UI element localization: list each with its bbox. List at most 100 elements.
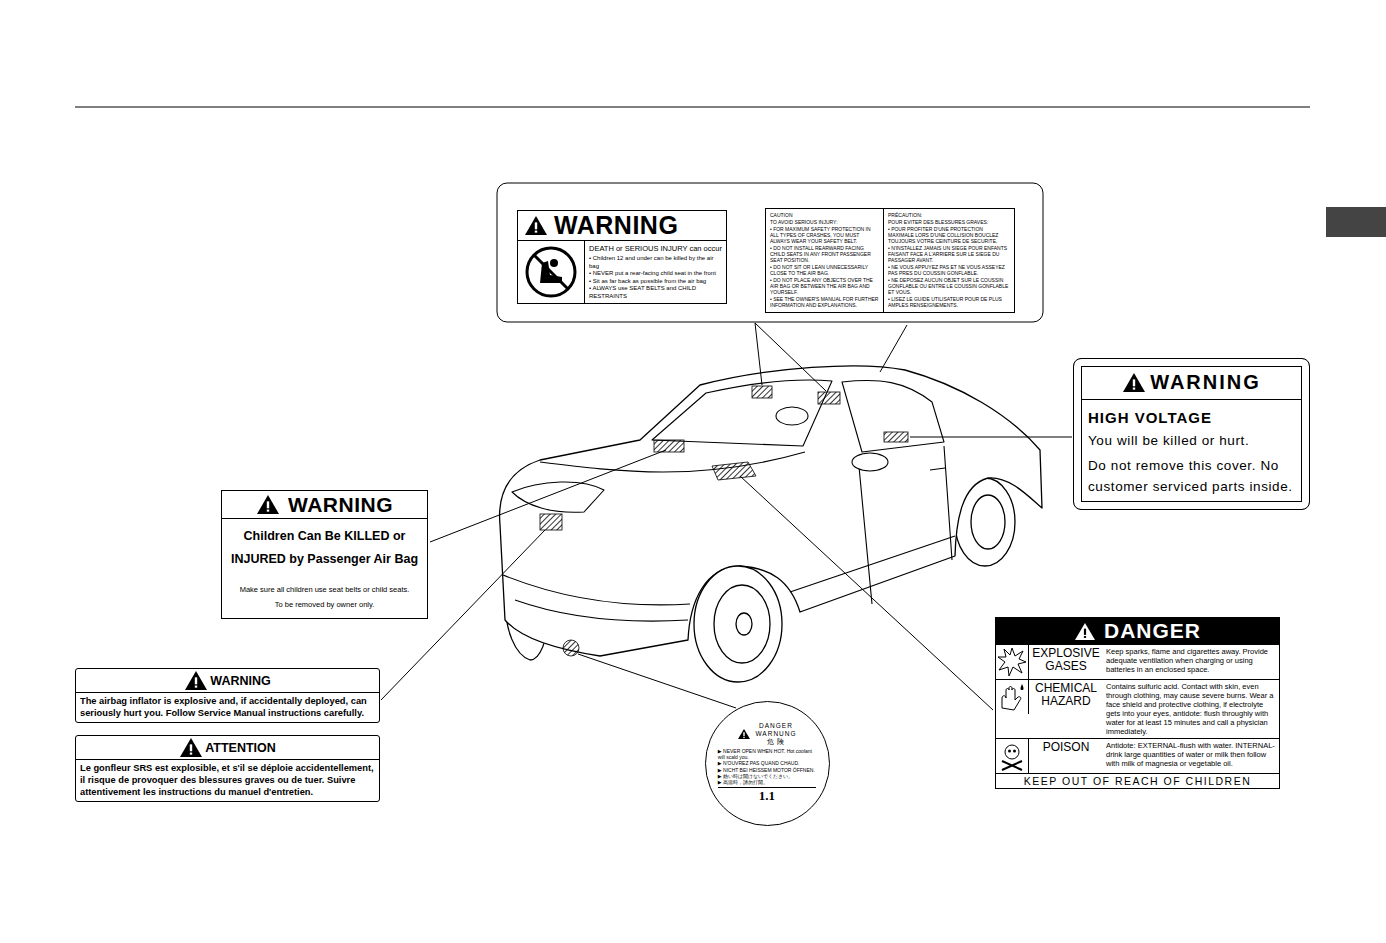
front-wheel-hub bbox=[736, 613, 752, 635]
label-text: CAUTION bbox=[770, 212, 879, 218]
text-column: ▶ NEVER OPEN WHEN HOT. Hot coolant will … bbox=[718, 746, 816, 786]
label-text: Do not remove this cover. No customer se… bbox=[1088, 456, 1295, 497]
cap-label: DANGERWARNUNG危 険▶ NEVER OPEN WHEN HOT. H… bbox=[705, 701, 830, 826]
door-handle bbox=[930, 468, 945, 470]
warning-triangle bbox=[1123, 373, 1145, 392]
label-row: Le gonfleur SRS est explosible, et s'il … bbox=[76, 760, 379, 801]
label-text: • NE VOUS APPUYEZ PAS ET NE VOUS ASSEYEZ… bbox=[888, 264, 1010, 276]
label-row: Make sure all children use seat belts or… bbox=[222, 583, 427, 618]
cover-sticker bbox=[884, 432, 908, 442]
label-text: • LISEZ LE GUIDE UTILISATEUR POUR DE PLU… bbox=[888, 296, 1010, 308]
boom-icon bbox=[996, 645, 1029, 679]
skull-eye bbox=[1008, 750, 1011, 753]
label-text: You will be killed or hurt. bbox=[1088, 431, 1295, 451]
battery-label: DANGEREXPLOSIVE GASESKeep sparks, flame … bbox=[995, 617, 1280, 789]
tri-icon bbox=[256, 494, 280, 515]
label-text: POISON bbox=[1029, 739, 1103, 773]
child-head bbox=[550, 259, 558, 267]
label-row: ATTENTION bbox=[76, 736, 379, 760]
label-text: ATTENTION bbox=[205, 741, 276, 755]
leader-line bbox=[880, 325, 907, 372]
label-text: POUR EVITER DES BLESSURES GRAVES: bbox=[888, 219, 1010, 225]
warning-triangle bbox=[185, 671, 207, 690]
tri-icon bbox=[184, 670, 208, 691]
inflator-sticker bbox=[540, 514, 562, 530]
label-text: • DO NOT INSTALL REARWARD FACING CHILD S… bbox=[770, 245, 879, 263]
warning-triangle bbox=[738, 729, 750, 739]
label-text: 危 険 bbox=[755, 738, 796, 746]
label-text: HIGH VOLTAGE bbox=[1088, 409, 1295, 426]
visor-sticker bbox=[752, 386, 772, 398]
label-text: • Children 12 and under can be killed by… bbox=[589, 255, 722, 270]
exclamation-dot bbox=[267, 510, 269, 512]
leader-line bbox=[740, 476, 993, 710]
label-text: • Sit as far back as possible from the a… bbox=[589, 278, 722, 286]
label-text: • SEE THE OWNER'S MANUAL FOR FURTHER INF… bbox=[770, 296, 879, 308]
tris-icon bbox=[737, 728, 751, 740]
prohibition-circle bbox=[527, 248, 575, 296]
label-text: KEEP OUT OF REACH OF CHILDREN bbox=[1024, 775, 1251, 787]
inflator-label: ATTENTION Le gonfleur SRS est explosible,… bbox=[75, 735, 380, 802]
tri-icon bbox=[1122, 372, 1146, 393]
text-column: WARNING bbox=[1150, 371, 1261, 394]
label-text: Antidote: EXTERNAL-flush with water. INT… bbox=[1103, 739, 1279, 773]
label-text: Make sure all children use seat belts or… bbox=[226, 583, 423, 597]
label-text: Le gonfleur SRS est explosible, et s'il … bbox=[80, 762, 375, 798]
warning-triangle bbox=[257, 495, 279, 514]
hood-sticker bbox=[654, 440, 684, 452]
label-text: ▶ 高温時，請勿打開。 bbox=[718, 779, 816, 785]
text-column: PRÉCAUTION:POUR EVITER DES BLESSURES GRA… bbox=[888, 212, 1010, 309]
text-column: KEEP OUT OF REACH OF CHILDREN bbox=[1024, 774, 1251, 788]
text-column: WARNING bbox=[554, 211, 720, 240]
side-sill bbox=[790, 536, 955, 592]
exclamation-mark bbox=[190, 744, 192, 751]
label-row: WARNING bbox=[1082, 370, 1301, 400]
label-text: The airbag inflator is explosive and, if… bbox=[80, 695, 375, 719]
leader-line bbox=[430, 450, 666, 542]
text-column: Children Can Be KILLED or INJURED by Pas… bbox=[222, 519, 427, 583]
hood-line bbox=[540, 452, 805, 472]
exclamation-dot bbox=[190, 753, 192, 755]
front-wheel-rim bbox=[714, 585, 770, 663]
front-wheel bbox=[694, 566, 782, 682]
text-column: 1.1 bbox=[759, 788, 775, 804]
text-column: WARNING bbox=[210, 674, 270, 688]
leader-line bbox=[578, 654, 736, 708]
exclamation-mark bbox=[535, 222, 537, 229]
caution-label: PRÉCAUTION:POUR EVITER DES BLESSURES GRA… bbox=[883, 208, 1015, 313]
label-text: • FOR MAXIMUM SAFETY PROTECTION IN ALL T… bbox=[770, 226, 879, 244]
label-text: DANGER bbox=[1104, 619, 1201, 643]
hand-shape bbox=[1002, 687, 1021, 711]
label-text: CHEMICAL HAZARD bbox=[1029, 680, 1103, 738]
exclamation-dot bbox=[744, 737, 745, 738]
side-window bbox=[842, 380, 944, 452]
label-row: CAUTIONTO AVOID SERIOUS INJURY:• FOR MAX… bbox=[770, 212, 879, 309]
label-text: WARNING bbox=[210, 674, 270, 688]
label-row: The airbag inflator is explosive and, if… bbox=[76, 693, 379, 722]
label-row: PRÉCAUTION:POUR EVITER DES BLESSURES GRA… bbox=[888, 212, 1010, 309]
leader-line bbox=[755, 323, 826, 391]
triw-icon bbox=[1074, 622, 1096, 641]
explosion-star bbox=[998, 648, 1026, 676]
label-row: EXPLOSIVE GASESKeep sparks, flame and ci… bbox=[996, 644, 1279, 679]
label-row: WARNING bbox=[222, 491, 427, 519]
label-text: • DO NOT PLACE ANY OBJECTS OVER THE AIR … bbox=[770, 277, 879, 295]
warning-triangle bbox=[1075, 623, 1095, 640]
label-row: CHEMICAL HAZARDContains sulfuric acid. C… bbox=[996, 679, 1279, 738]
label-text: ▶ N'OUVREZ PAS QUAND CHAUD. bbox=[718, 760, 816, 766]
seat-icon bbox=[518, 241, 585, 303]
text-column: CAUTIONTO AVOID SERIOUS INJURY:• FOR MAX… bbox=[770, 212, 879, 309]
leader-line bbox=[910, 437, 1072, 438]
exclamation-mark bbox=[744, 732, 745, 736]
text-column: HIGH VOLTAGE You will be killed or hurt. D… bbox=[1086, 400, 1297, 497]
exclamation-dot bbox=[535, 231, 537, 233]
text-column: DANGER bbox=[1104, 619, 1201, 643]
text-column: The airbag inflator is explosive and, if… bbox=[76, 693, 379, 722]
label-text: WARNING bbox=[1150, 371, 1261, 394]
text-column: Le gonfleur SRS est explosible, et s'il … bbox=[76, 760, 379, 801]
caution-label: CAUTIONTO AVOID SERIOUS INJURY:• FOR MAX… bbox=[765, 208, 883, 313]
headlight bbox=[512, 482, 604, 512]
label-text: 1.1 bbox=[759, 788, 775, 804]
label-text: To be removed by owner only. bbox=[226, 598, 423, 612]
text-column: DANGERWARNUNG危 険 bbox=[755, 722, 796, 746]
